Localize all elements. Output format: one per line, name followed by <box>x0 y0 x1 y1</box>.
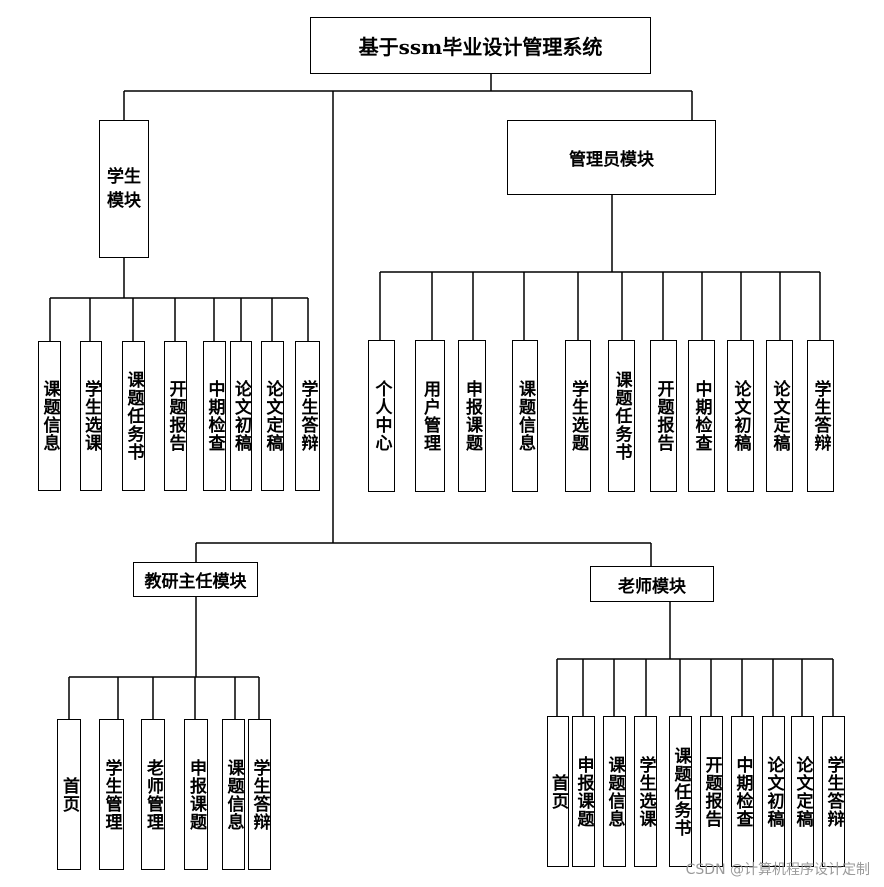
admin-leaf: 课题任务书 <box>608 340 635 492</box>
admin-module-box: 管理员模块 <box>507 120 716 195</box>
leaf-label: 学生答辩 <box>249 758 270 831</box>
leaf-label: 开题报告 <box>653 380 674 452</box>
admin-leaf: 论文初稿 <box>727 340 754 492</box>
leaf-label: 中期检查 <box>204 380 225 452</box>
leaf-label: 学生答辩 <box>297 380 318 452</box>
leaf-label: 论文定稿 <box>792 755 813 828</box>
admin-leaf: 中期检查 <box>688 340 715 492</box>
leaf-label: 中期检查 <box>732 755 753 828</box>
student-leaf: 学生答辩 <box>295 341 320 491</box>
leaf-label: 课题任务书 <box>611 371 632 461</box>
teacher-leaf: 中期检查 <box>731 716 754 867</box>
admin-leaf: 用户管理 <box>415 340 445 492</box>
leaf-label: 论文初稿 <box>231 380 251 452</box>
leaf-label: 学生选课 <box>635 755 656 828</box>
leaf-label: 学生选课 <box>81 380 101 452</box>
leaf-label: 课题信息 <box>515 380 535 452</box>
leaf-label: 论文初稿 <box>763 755 784 828</box>
student-module-box: 学生 模块 <box>99 120 149 258</box>
director-leaf: 老师管理 <box>141 719 165 870</box>
admin-leaf: 学生选题 <box>565 340 591 492</box>
teacher-leaf: 学生选课 <box>634 716 657 867</box>
leaf-label: 开题报告 <box>165 380 186 452</box>
admin-leaf: 个人中心 <box>368 340 395 492</box>
leaf-label: 中期检查 <box>691 380 712 452</box>
teacher-leaf: 学生答辩 <box>822 716 845 867</box>
leaf-label: 课题信息 <box>223 758 244 831</box>
system-title: 基于ssm毕业设计管理系统 <box>358 35 603 59</box>
student-leaf: 中期检查 <box>203 341 226 491</box>
director-leaf: 首页 <box>57 719 81 870</box>
leaf-label: 开题报告 <box>701 755 722 828</box>
leaf-label: 首页 <box>548 773 568 810</box>
director-leaf: 学生答辩 <box>248 719 271 870</box>
teacher-leaf: 论文定稿 <box>791 716 814 867</box>
director-module-label: 教研主任模块 <box>144 572 247 592</box>
student-leaf: 课题信息 <box>38 341 61 491</box>
admin-leaf: 开题报告 <box>650 340 677 492</box>
student-leaf: 论文初稿 <box>230 341 252 491</box>
admin-leaf: 论文定稿 <box>766 340 793 492</box>
teacher-leaf: 首页 <box>547 716 569 867</box>
leaf-label: 课题任务书 <box>123 371 144 461</box>
teacher-leaf: 论文初稿 <box>762 716 785 867</box>
admin-leaf: 申报课题 <box>458 340 486 492</box>
leaf-label: 个人中心 <box>371 380 392 452</box>
leaf-label: 用户管理 <box>420 380 440 452</box>
leaf-label: 学生答辩 <box>810 380 831 452</box>
student-leaf: 学生选课 <box>80 341 102 491</box>
leaf-label: 学生选题 <box>568 380 588 452</box>
student-leaf: 课题任务书 <box>122 341 145 491</box>
admin-leaf: 学生答辩 <box>807 340 834 492</box>
admin-module-label: 管理员模块 <box>569 150 654 170</box>
student-module-label: 学生 模块 <box>107 167 141 211</box>
leaf-label: 申报课题 <box>462 380 482 452</box>
director-leaf: 申报课题 <box>184 719 208 870</box>
leaf-label: 课题任务书 <box>670 746 691 837</box>
leaf-label: 申报课题 <box>186 758 206 831</box>
leaf-label: 课题信息 <box>39 380 60 452</box>
teacher-leaf: 申报课题 <box>572 716 595 867</box>
teacher-module-box: 老师模块 <box>590 566 714 602</box>
leaf-label: 首页 <box>59 776 79 813</box>
system-title-box: 基于ssm毕业设计管理系统 <box>310 17 651 74</box>
director-leaf: 课题信息 <box>222 719 245 870</box>
admin-leaf: 课题信息 <box>512 340 538 492</box>
leaf-label: 论文定稿 <box>262 380 283 452</box>
leaf-label: 课题信息 <box>604 755 625 828</box>
teacher-leaf: 课题信息 <box>603 716 626 867</box>
leaf-label: 老师管理 <box>143 758 163 831</box>
teacher-leaf: 课题任务书 <box>669 716 692 867</box>
leaf-label: 学生答辩 <box>823 755 844 828</box>
watermark: CSDN @计算机程序设计定制 <box>685 862 870 878</box>
director-module-box: 教研主任模块 <box>133 562 258 597</box>
leaf-label: 论文初稿 <box>730 380 751 452</box>
leaf-label: 论文定稿 <box>769 380 790 452</box>
student-leaf: 开题报告 <box>164 341 187 491</box>
teacher-leaf: 开题报告 <box>700 716 723 867</box>
leaf-label: 申报课题 <box>573 755 594 828</box>
teacher-module-label: 老师模块 <box>618 576 686 597</box>
director-leaf: 学生管理 <box>99 719 124 870</box>
leaf-label: 学生管理 <box>101 758 122 831</box>
student-leaf: 论文定稿 <box>261 341 284 491</box>
